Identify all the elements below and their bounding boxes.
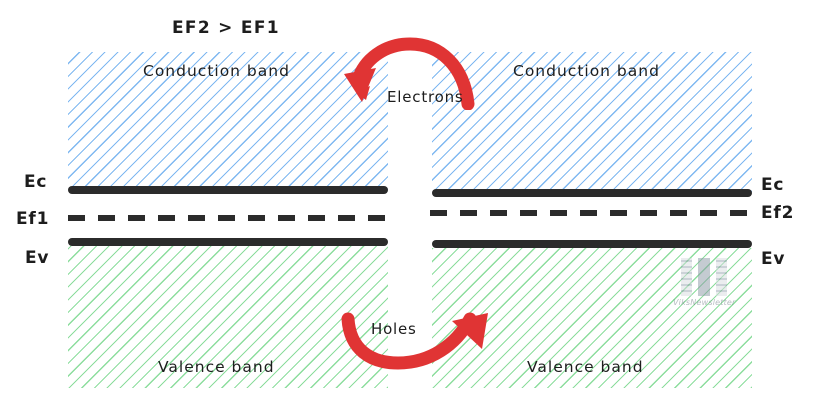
electrons-label: Electrons (387, 88, 464, 106)
watermark-dots-right (716, 260, 728, 294)
watermark-text: ViksNewsletter (673, 298, 736, 307)
right-ef2-label: Ef2 (761, 203, 795, 223)
left-conduction-band-label: Conduction band (143, 62, 290, 80)
holes-label: Holes (371, 320, 417, 338)
left-ef1-line (68, 215, 390, 221)
right-ec-label: Ec (761, 175, 785, 195)
left-valence-band-label: Valence band (158, 358, 275, 376)
left-valence-band-region (68, 246, 388, 388)
watermark-logo-icon (681, 258, 728, 296)
right-ev-label: Ev (761, 249, 786, 269)
right-ec-line (432, 189, 752, 197)
right-valence-band-label: Valence band (527, 358, 644, 376)
right-ev-line (432, 240, 752, 248)
right-ef2-line (430, 210, 754, 216)
right-conduction-band-label: Conduction band (513, 62, 660, 80)
left-ec-label: Ec (24, 172, 48, 192)
watermark-dots-left (681, 260, 693, 294)
watermark: ViksNewsletter (673, 258, 736, 307)
watermark-bar-mid (698, 258, 711, 296)
left-ev-line (68, 238, 388, 246)
right-conduction-band-region (432, 52, 752, 192)
diagram-title: EF2 > EF1 (172, 18, 280, 38)
left-ef1-label: Ef1 (16, 209, 50, 229)
left-ec-line (68, 186, 388, 194)
left-conduction-band-region (68, 52, 388, 190)
left-ev-label: Ev (25, 248, 50, 268)
